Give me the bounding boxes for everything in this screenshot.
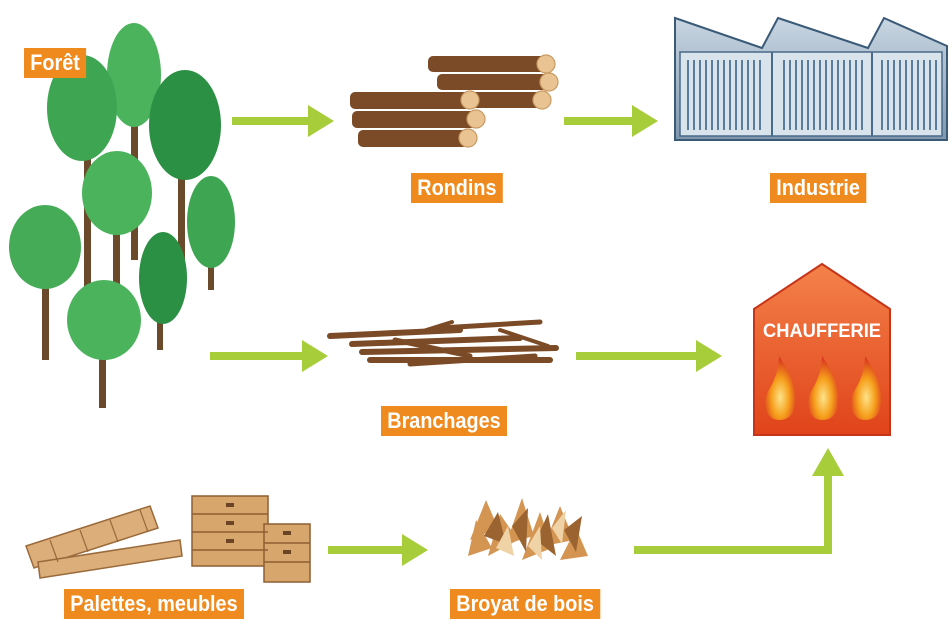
factory-icon (674, 16, 948, 141)
chaufferie-label: CHAUFFERIE (763, 321, 881, 342)
branchages-label: Branchages (381, 406, 507, 436)
boiler-house-icon: CHAUFFERIE (753, 262, 891, 436)
palettes-label: Palettes, meubles (64, 589, 244, 619)
arrow-forest-to-branches (210, 340, 328, 372)
arrow-branches-to-chaufferie (576, 340, 722, 372)
arrow-forest-to-logs (232, 105, 334, 137)
arrow-pallets-to-chips (328, 534, 428, 566)
arrow-logs-to-industry (564, 105, 658, 137)
broyat-label: Broyat de bois (450, 589, 601, 619)
wood-chips-icon (468, 498, 588, 560)
branches-icon (327, 319, 559, 367)
foret-label: Forêt (24, 48, 87, 78)
arrow-chips-to-chaufferie (634, 448, 844, 554)
logs-icon (350, 54, 559, 148)
rondins-label: Rondins (411, 173, 503, 203)
forest-icon (9, 23, 235, 408)
pallets-furniture-icon (25, 495, 311, 583)
flame-icon (765, 356, 882, 420)
industrie-label: Industrie (770, 173, 867, 203)
